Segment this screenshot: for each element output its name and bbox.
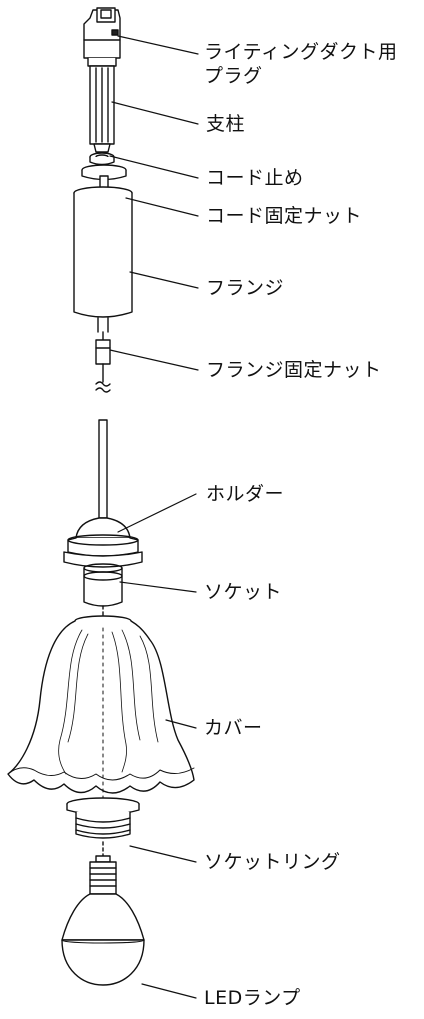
flange-fixing-nut-part xyxy=(95,331,111,365)
socket-part xyxy=(83,563,123,617)
socket-ring-part xyxy=(66,797,140,857)
cord-part xyxy=(95,363,111,519)
flange-part xyxy=(73,186,133,333)
support-part xyxy=(89,65,115,153)
led-lamp-label: LEDランプ xyxy=(204,987,301,1009)
flange-fixing-nut-label: フランジ固定ナット xyxy=(206,359,382,381)
duct-plug-label: ライティングダクト用 プラグ xyxy=(204,40,397,88)
duct-plug-label-line2: プラグ xyxy=(204,65,263,87)
flange-label: フランジ xyxy=(206,277,285,299)
socket-label: ソケット xyxy=(204,581,283,603)
cord-fixing-nut-label: コード固定ナット xyxy=(206,205,363,227)
holder-label: ホルダー xyxy=(206,483,285,505)
leader-lines xyxy=(109,35,199,999)
cord-stopper-label: コード止め xyxy=(206,167,304,189)
holder-part xyxy=(63,517,143,568)
cover-part xyxy=(7,615,195,801)
support-label: 支柱 xyxy=(206,113,246,135)
led-lamp-part xyxy=(61,855,145,986)
cord-fixing-nut-part xyxy=(81,164,127,191)
cover-label: カバー xyxy=(204,717,263,739)
socket-ring-label: ソケットリング xyxy=(204,851,341,873)
cord-stopper-part xyxy=(89,152,115,166)
duct-plug-label-line1: ライティングダクト用 xyxy=(204,41,398,63)
duct-plug-part xyxy=(83,7,121,67)
